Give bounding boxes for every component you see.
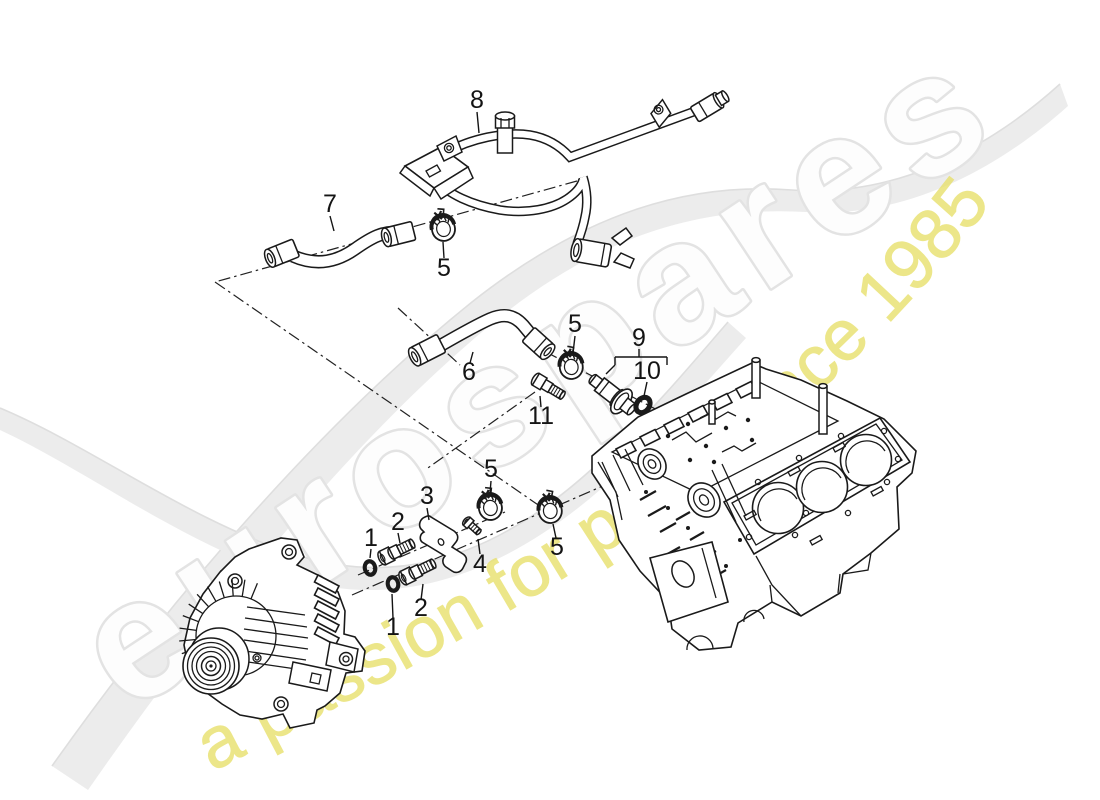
hex-bolt-11-drawing xyxy=(530,372,566,401)
coolant-hose-7-drawing xyxy=(263,221,417,269)
callout-3: 3 xyxy=(420,482,434,521)
callout-5d-leader xyxy=(552,523,557,539)
callout-9-label: 9 xyxy=(632,324,646,352)
callout-7: 7 xyxy=(323,190,337,232)
callout-11-label: 11 xyxy=(528,402,554,430)
callout-9: 9 xyxy=(605,324,668,375)
callout-8: 8 xyxy=(470,86,484,134)
callout-1a: 1 xyxy=(364,524,378,559)
watermark-swoosh-band-upper xyxy=(52,84,1068,790)
callout-5c-leader xyxy=(489,480,492,494)
connection-fitting-9-drawing xyxy=(588,373,637,416)
callout-11: 11 xyxy=(528,395,554,430)
watermark-swoosh-band-lower xyxy=(0,322,746,591)
callout-5d-label: 5 xyxy=(550,533,564,561)
callout-2b: 2 xyxy=(414,583,428,622)
axis-line-hose6-left xyxy=(397,307,461,366)
callout-6-leader xyxy=(469,351,474,364)
watermark: eurospares a passion for parts since 198… xyxy=(0,1,1068,790)
callout-5a: 5 xyxy=(437,241,451,282)
engine-block-drawing xyxy=(591,356,917,651)
callout-5a-label: 5 xyxy=(437,254,451,282)
callout-4: 4 xyxy=(473,538,487,578)
watermark-swoosh-edge-upper xyxy=(51,83,1061,767)
callout-5d: 5 xyxy=(550,523,564,561)
callout-5b-label: 5 xyxy=(568,310,582,338)
lower-fastener-group xyxy=(360,483,566,596)
callout-3-leader xyxy=(426,507,430,521)
callout-2a: 2 xyxy=(391,508,405,544)
callout-6-label: 6 xyxy=(462,358,476,386)
callout-1a-leader xyxy=(369,548,372,559)
callout-7-leader xyxy=(329,215,335,232)
callout-3-label: 3 xyxy=(420,482,434,510)
callout-1b-leader xyxy=(391,593,394,619)
callout-7-label: 7 xyxy=(323,190,337,218)
callout-10: 10 xyxy=(633,357,661,397)
axis-line-vertex-lower-group xyxy=(214,281,561,521)
callout-5a-leader xyxy=(442,241,445,259)
callout-5c: 5 xyxy=(484,455,498,494)
callout-2a-leader xyxy=(397,532,401,544)
coolant-hose-6-drawing xyxy=(407,308,556,367)
callout-8-leader xyxy=(476,111,480,134)
callout-6: 6 xyxy=(462,351,476,386)
callout-4-leader xyxy=(477,538,481,555)
alternator-drawing xyxy=(179,537,366,729)
callout-2b-label: 2 xyxy=(414,594,428,622)
callout-5b-leader xyxy=(572,335,576,354)
hose-clamp-5a-drawing xyxy=(425,203,460,246)
callout-2a-label: 2 xyxy=(391,508,405,536)
part-drawings xyxy=(179,90,917,729)
screw-4-drawing xyxy=(461,516,482,536)
callout-1a-label: 1 xyxy=(364,524,378,552)
callout-5c-label: 5 xyxy=(484,455,498,483)
callout-1b: 1 xyxy=(386,593,400,641)
callout-10-leader xyxy=(643,381,648,397)
callout-11-leader xyxy=(539,395,542,408)
callout-10-label: 10 xyxy=(633,357,661,385)
callout-9-leader xyxy=(605,349,668,375)
callout-8-label: 8 xyxy=(470,86,484,114)
callout-5b: 5 xyxy=(568,310,582,354)
callout-1b-label: 1 xyxy=(386,613,400,641)
coolant-pipe-assembly-drawing xyxy=(398,90,730,269)
callouts: 8 7 5 6 5 9 10 11 xyxy=(323,86,668,641)
callout-2b-leader xyxy=(420,583,424,601)
callout-4-label: 4 xyxy=(473,550,487,578)
